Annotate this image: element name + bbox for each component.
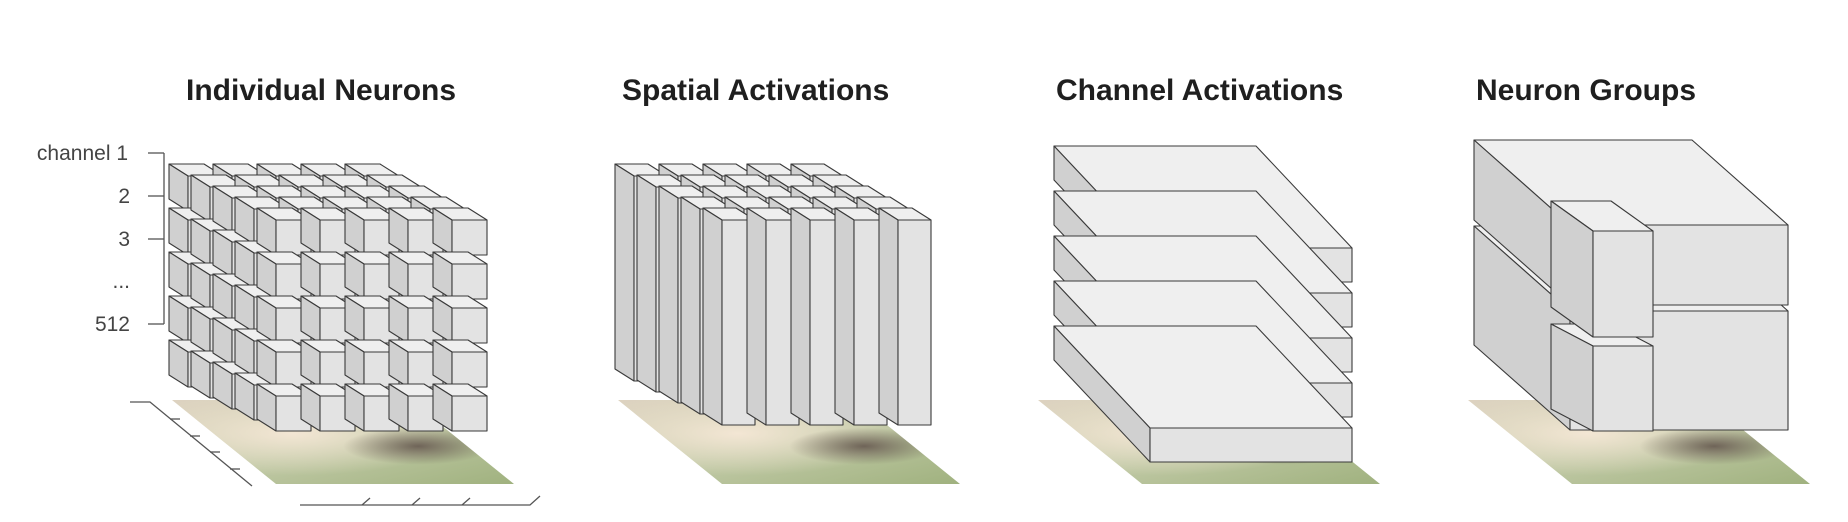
neuron-cube — [388, 339, 444, 388]
spatial-activations-columns — [614, 163, 932, 426]
neuron-cube — [432, 339, 488, 388]
channel-label-3: 3 — [118, 228, 130, 251]
channel-label-1: channel 1 — [37, 142, 128, 165]
panel-title-individual-neurons: Individual Neurons — [186, 74, 456, 107]
neuron-cube — [432, 295, 488, 344]
channel-label-ellipsis: ... — [112, 270, 130, 293]
channel-slab — [1053, 325, 1353, 463]
spatial-column — [878, 207, 932, 426]
channel-label-2: 2 — [118, 185, 130, 208]
neuron-cube — [256, 251, 312, 300]
neuron-group-block — [1550, 323, 1654, 432]
spatial-column — [790, 207, 844, 426]
channel-axis: channel 1 2 3 ... 512 — [37, 142, 165, 336]
neuron-group-block — [1550, 200, 1654, 338]
channel-activations-slabs — [1053, 145, 1353, 463]
neuron-groups-blocks — [1473, 139, 1789, 432]
channel-label-512: 512 — [95, 313, 130, 336]
neuron-cube — [256, 295, 312, 344]
neuron-cube — [432, 251, 488, 300]
panel-title-channel-activations: Channel Activations — [1056, 74, 1343, 107]
neuron-cube — [344, 339, 400, 388]
neuron-cube — [432, 383, 488, 432]
individual-neurons-grid — [168, 163, 488, 432]
neuron-cube — [256, 383, 312, 432]
neuron-cube — [432, 207, 488, 256]
neuron-group-block — [1473, 139, 1789, 306]
spatial-column — [746, 207, 800, 426]
panel-title-spatial-activations: Spatial Activations — [622, 74, 889, 107]
panel-title-neuron-groups: Neuron Groups — [1476, 74, 1696, 107]
spatial-axis-ticks — [130, 401, 541, 506]
